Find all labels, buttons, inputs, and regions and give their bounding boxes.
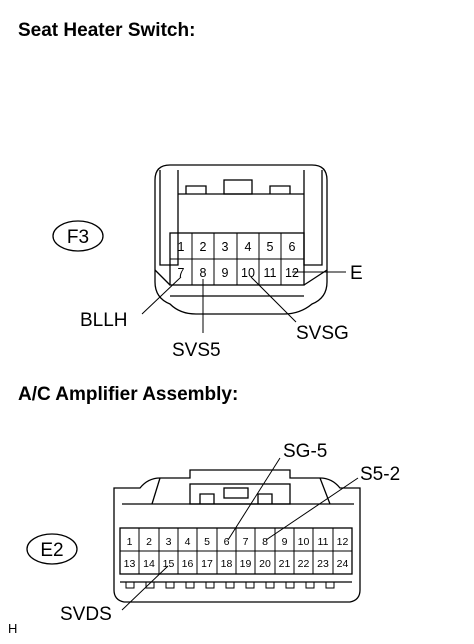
e2-pin-13: 13 <box>124 558 136 570</box>
f3-pin-4: 4 <box>245 240 252 254</box>
label-bllh: BLLH <box>80 310 128 331</box>
e2-pin-14: 14 <box>143 558 155 570</box>
e2-pin-17: 17 <box>201 558 213 570</box>
f3-pin-3: 3 <box>222 240 229 254</box>
connector-id-e2-badge: E2 <box>26 533 78 565</box>
f3-pin-2: 2 <box>200 240 207 254</box>
f3-pin-1: 1 <box>178 240 185 254</box>
label-svsg: SVSG <box>296 323 349 344</box>
f3-pin-9: 9 <box>222 266 229 280</box>
corner-mark: H <box>8 621 17 636</box>
e2-pin-12: 12 <box>337 536 349 548</box>
f3-pin-11: 11 <box>264 266 277 280</box>
f3-pin-6: 6 <box>289 240 296 254</box>
e2-pin-10: 10 <box>298 536 310 548</box>
connector-id-f3-badge: F3 <box>52 220 104 252</box>
connector-id-f3: F3 <box>67 227 89 248</box>
label-s52: S5-2 <box>360 464 400 485</box>
e2-pin-7: 7 <box>243 536 249 548</box>
e2-pin-8: 8 <box>262 536 268 548</box>
f3-pin-10: 10 <box>241 266 255 280</box>
e2-pin-4: 4 <box>185 536 191 548</box>
f3-pin-7: 7 <box>178 266 185 280</box>
seat-heater-title: Seat Heater Switch: <box>18 20 195 41</box>
e2-pin-16: 16 <box>182 558 194 570</box>
e2-pin-2: 2 <box>146 536 152 548</box>
e2-pin-1: 1 <box>127 536 133 548</box>
e2-pin-6: 6 <box>224 536 230 548</box>
label-svds: SVDS <box>60 604 112 625</box>
label-sg5: SG-5 <box>283 441 327 462</box>
e2-pin-21: 21 <box>279 558 291 570</box>
e2-pin-9: 9 <box>282 536 288 548</box>
f3-pin-12: 12 <box>285 266 299 280</box>
label-svs5: SVS5 <box>172 340 221 361</box>
e2-pin-24: 24 <box>337 558 349 570</box>
e2-pin-15: 15 <box>163 558 175 570</box>
connector-f3: 1 2 3 4 5 6 7 8 9 10 11 12 <box>154 164 328 315</box>
e2-pin-19: 19 <box>240 558 252 570</box>
label-e: E <box>350 263 363 284</box>
e2-pin-11: 11 <box>318 536 329 548</box>
connector-e2: 1 2 3 4 5 6 7 8 9 10 11 12 13 14 15 16 1… <box>113 469 361 603</box>
ac-amplifier-title: A/C Amplifier Assembly: <box>18 384 238 405</box>
e2-pin-22: 22 <box>298 558 310 570</box>
f3-pin-8: 8 <box>200 266 207 280</box>
e2-pin-20: 20 <box>259 558 271 570</box>
connector-id-e2: E2 <box>40 540 63 561</box>
e2-pin-3: 3 <box>166 536 172 548</box>
e2-pin-18: 18 <box>221 558 233 570</box>
f3-pin-5: 5 <box>267 240 274 254</box>
e2-pin-23: 23 <box>317 558 329 570</box>
e2-pin-5: 5 <box>204 536 210 548</box>
